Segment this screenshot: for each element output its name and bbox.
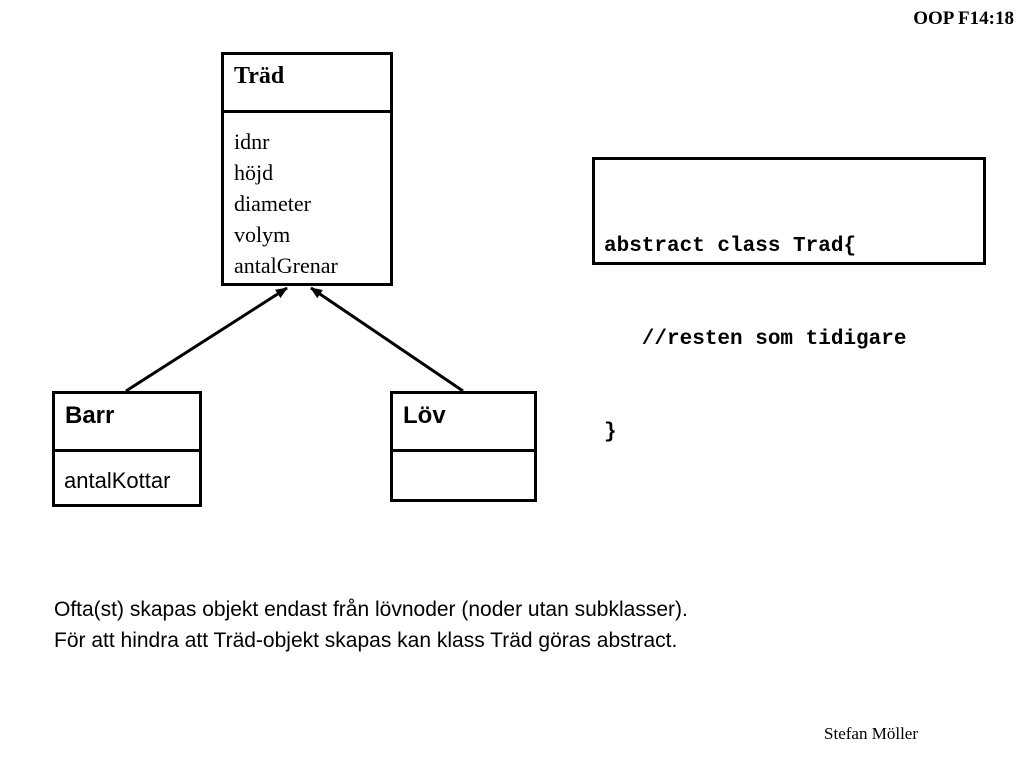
class-trad-name: Träd (224, 55, 390, 113)
author-name: Stefan Möller (824, 724, 918, 743)
attribute: idnr (234, 129, 270, 154)
class-barr-name: Barr (55, 394, 199, 452)
explanation-line: För att hindra att Träd-objekt skapas ka… (54, 629, 678, 652)
explanation-text: Ofta(st) skapas objekt endast från lövno… (54, 594, 688, 656)
arrow-barr-to-trad (125, 286, 288, 393)
class-trad-attributes: idnr höjd diameter volym antalGrenar (224, 113, 390, 281)
explanation-line: Ofta(st) skapas objekt endast från lövno… (54, 598, 688, 621)
code-box: abstract class Trad{ //resten som tidiga… (592, 157, 986, 444)
code-line: } (604, 421, 617, 444)
attribute: diameter (234, 191, 311, 216)
code-line: //resten som tidigare (604, 328, 907, 351)
attribute: höjd (234, 160, 274, 185)
code-line: abstract class Trad{ (604, 235, 857, 258)
arrow-lov-to-trad (310, 286, 464, 393)
slide-label: OOP F14:18 (913, 8, 1014, 29)
class-trad: Träd idnr höjd diameter volym antalGrena… (221, 52, 393, 286)
attribute: volym (234, 222, 291, 247)
attribute: antalGrenar (234, 253, 338, 278)
class-barr: Barr antalKottar (52, 391, 202, 507)
class-barr-attributes: antalKottar (55, 452, 199, 494)
class-lov: Löv (390, 391, 537, 502)
attribute: antalKottar (64, 468, 171, 493)
class-lov-name: Löv (393, 394, 534, 452)
